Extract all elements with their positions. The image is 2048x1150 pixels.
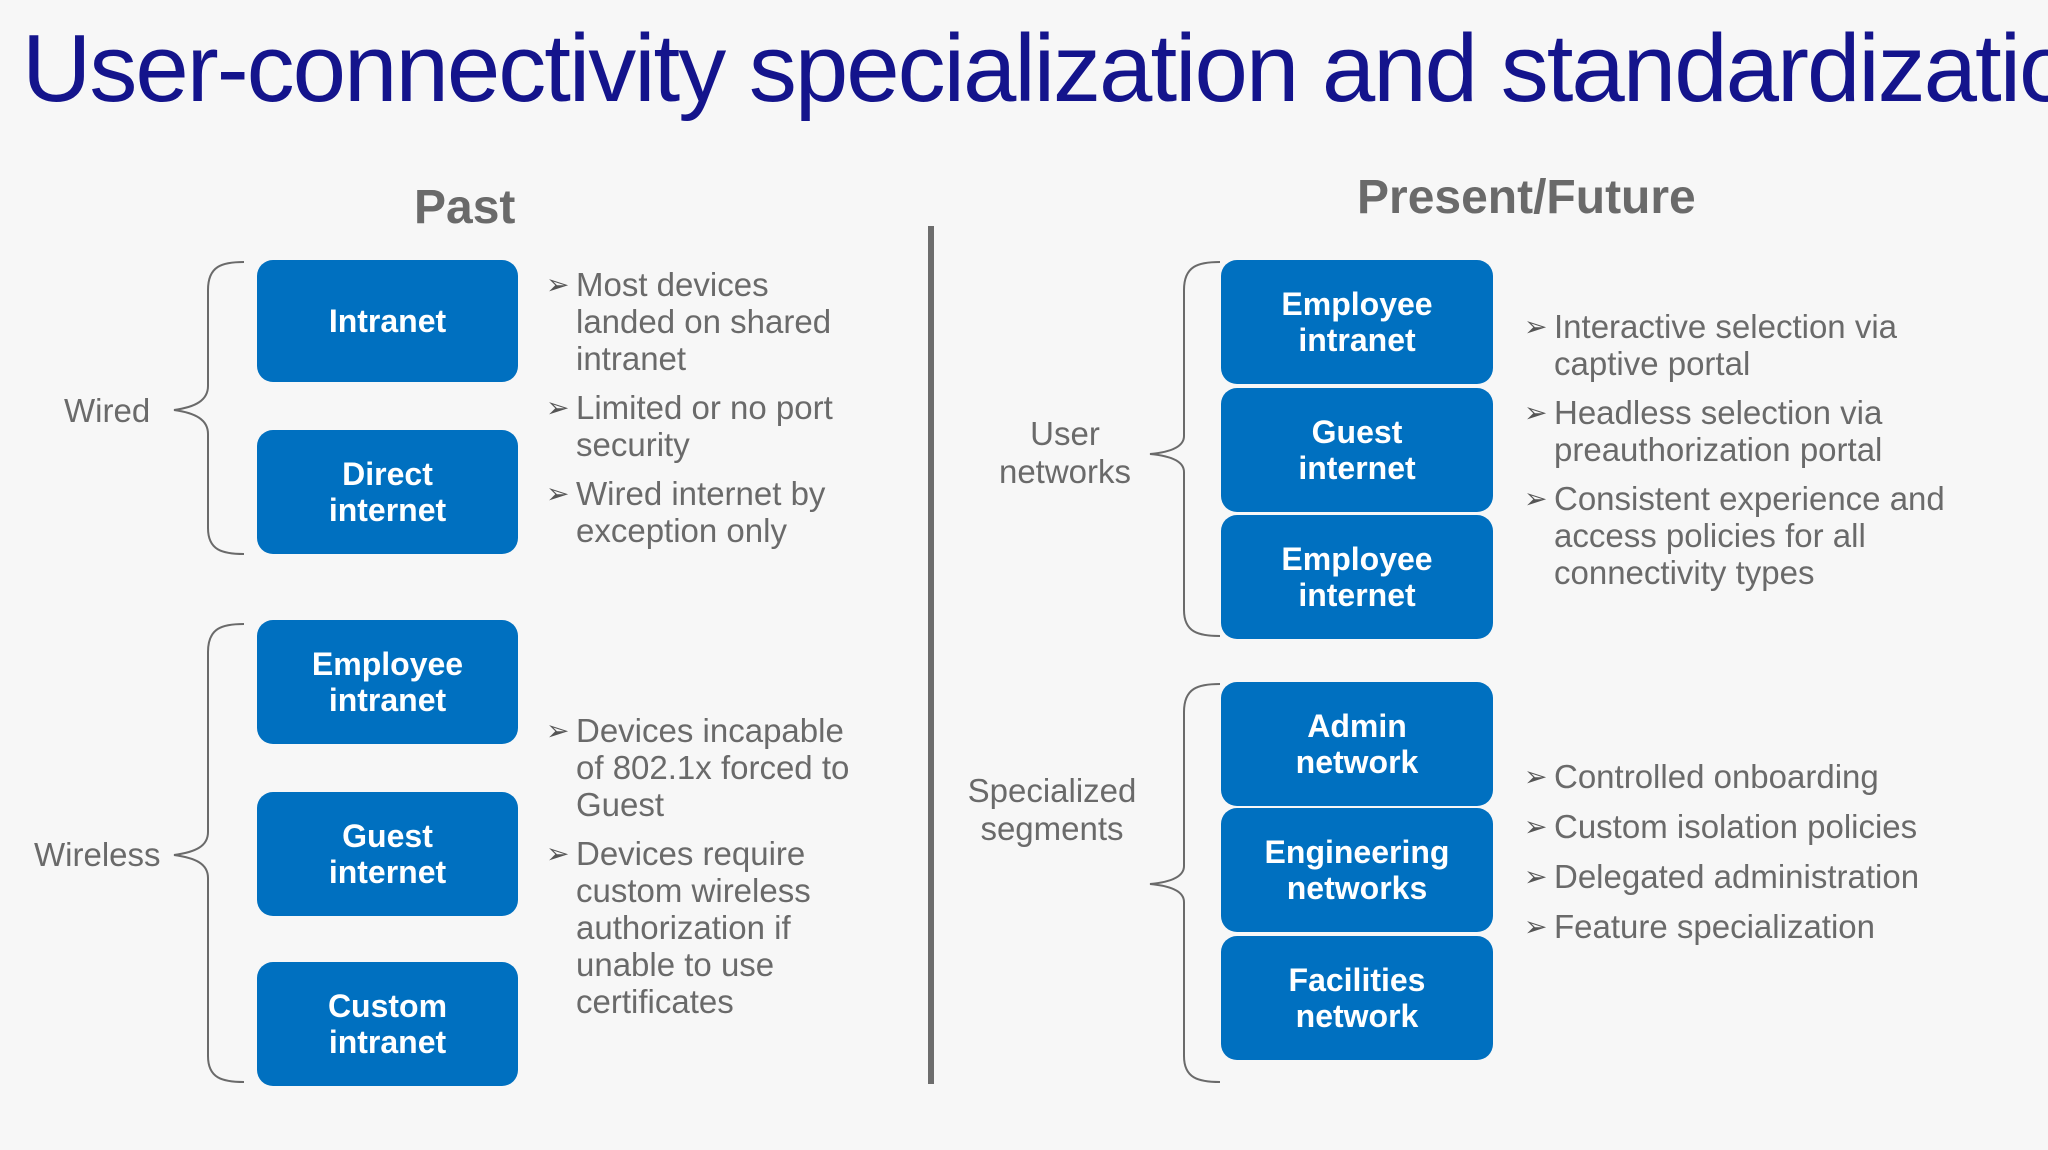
- bullet-item: ➢Most devices landed on shared intranet: [546, 266, 832, 377]
- wireless-brace: [173, 623, 245, 1083]
- arrow-bullet-icon: ➢: [546, 838, 570, 869]
- bullet-item: ➢Headless selection via preauthorization…: [1524, 394, 1883, 468]
- wired-brace: [173, 261, 245, 555]
- arrow-bullet-icon: ➢: [546, 478, 570, 509]
- specialized-segments-bullets: ➢Controlled onboarding ➢Custom isolation…: [1524, 758, 2004, 946]
- arrow-bullet-icon: ➢: [1524, 861, 1548, 892]
- column-divider: [928, 226, 934, 1084]
- user-networks-label: User networks: [998, 415, 1132, 490]
- bullet-item: ➢Limited or no port security: [546, 389, 833, 463]
- bullet-item: ➢Feature specialization: [1524, 908, 1876, 945]
- bullet-item: ➢Custom isolation policies: [1524, 808, 1918, 845]
- bullet-item: ➢Consistent experience and access polici…: [1524, 480, 1945, 591]
- bullet-item: ➢Interactive selection via captive porta…: [1524, 308, 1898, 382]
- user-networks-brace: [1149, 261, 1221, 637]
- arrow-bullet-icon: ➢: [1524, 911, 1548, 942]
- user-networks-bullets: ➢Interactive selection via captive porta…: [1524, 308, 1964, 591]
- wired-label: Wired: [64, 392, 151, 429]
- specialized-segments-brace: [1149, 683, 1221, 1083]
- arrow-bullet-icon: ➢: [546, 715, 570, 746]
- arrow-bullet-icon: ➢: [1524, 311, 1548, 342]
- bullet-item: ➢Devices incapable of 802.1x forced to G…: [546, 712, 850, 823]
- arrow-bullet-icon: ➢: [1524, 761, 1548, 792]
- bullet-item: ➢Wired internet by exception only: [546, 475, 826, 549]
- wireless-bullets: ➢Devices incapable of 802.1x forced to G…: [546, 712, 876, 1020]
- slide-title: User-connectivity specialization and sta…: [22, 15, 2048, 122]
- past-heading: Past: [414, 181, 516, 234]
- wireless-label: Wireless: [34, 836, 161, 873]
- arrow-bullet-icon: ➢: [1524, 483, 1548, 514]
- arrow-bullet-icon: ➢: [546, 392, 570, 423]
- arrow-bullet-icon: ➢: [1524, 397, 1548, 428]
- wired-bullets: ➢Most devices landed on shared intranet …: [546, 266, 876, 549]
- present-future-heading: Present/Future: [1357, 171, 1696, 224]
- bullet-item: ➢Controlled onboarding: [1524, 758, 1879, 795]
- arrow-bullet-icon: ➢: [1524, 811, 1548, 842]
- bullet-item: ➢Delegated administration: [1524, 858, 1920, 895]
- arrow-bullet-icon: ➢: [546, 269, 570, 300]
- intranet-box: Intranet: [257, 260, 518, 382]
- bullet-item: ➢Devices require custom wireless authori…: [546, 835, 811, 1020]
- specialized-segments-label: Specialized segments: [967, 772, 1137, 847]
